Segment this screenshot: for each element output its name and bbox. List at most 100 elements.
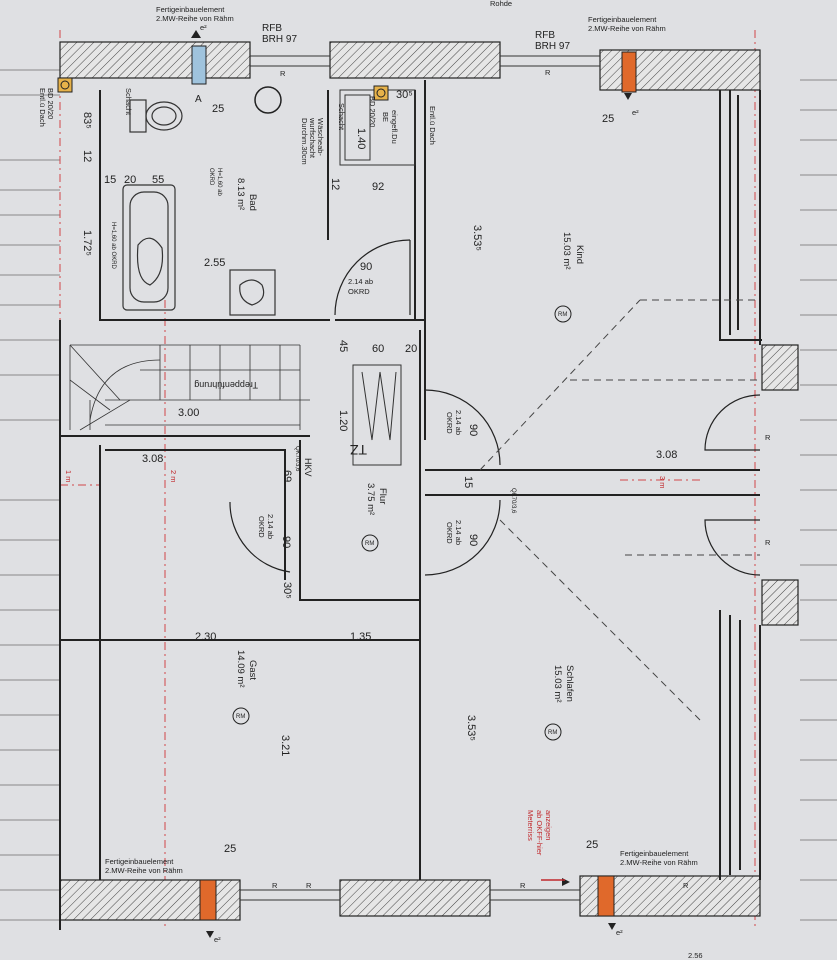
marker-r-7: R xyxy=(520,881,526,890)
laundry-shaft-icon xyxy=(254,86,282,114)
fertig-top-left-2: 2.MW-Reihe von Rähm xyxy=(156,14,234,23)
marker-r-2: R xyxy=(545,68,551,77)
dim-25-bottom-right: 25 xyxy=(586,839,598,851)
meterriss-2: ab OKFF-hier xyxy=(535,810,544,856)
dim-25-bottom-left: 25 xyxy=(224,843,236,855)
rfb-left: RFB xyxy=(262,23,282,34)
label-treppen: Treppenführung xyxy=(194,380,258,390)
label-schacht-1: Schacht xyxy=(124,88,133,116)
dim-321: 3.21 xyxy=(279,735,291,756)
toilet xyxy=(129,99,183,133)
dim-120: 1.20 xyxy=(337,410,349,431)
label-okrd-gast: 2.14 ab xyxy=(266,514,275,539)
fertig-element-bottom-left xyxy=(199,879,217,921)
dim-30: 30⁵ xyxy=(396,89,413,101)
marker-r-6: R xyxy=(306,881,312,890)
marker-e2-bottom-left: e² xyxy=(214,935,221,944)
label-bath-note-1: H=1,60 ab xyxy=(216,168,222,197)
thin-lines xyxy=(69,344,310,431)
marker-r-8: R xyxy=(683,881,689,890)
rm-flur: RM xyxy=(365,541,374,547)
fertig-top-left: Fertigeinbauelement xyxy=(156,5,225,14)
interior-walls xyxy=(59,80,762,930)
marker-r-4: R xyxy=(765,538,771,547)
room-kind-name: Kind xyxy=(574,245,585,264)
label-tz: TZ xyxy=(349,442,367,458)
fertig-top-right: Fertigeinbauelement xyxy=(588,15,657,24)
rm-schlafen: RM xyxy=(548,730,557,736)
dim-83: 83⁵ xyxy=(81,112,93,129)
shower-inner xyxy=(344,94,371,161)
dim-25-kind: 25 xyxy=(602,113,614,125)
meterriss-note: Meterriss ab OKFF-hier anzeigen xyxy=(526,810,553,856)
marker-e2-bottom-right: e² xyxy=(616,928,623,937)
rm-kind: RM xyxy=(558,312,567,318)
marker-r-5: R xyxy=(272,881,278,890)
room-gast-area: 14.09 m² xyxy=(235,650,246,688)
brh-left: BRH 97 xyxy=(262,34,297,45)
label-okrd-flur-2b: OKRD xyxy=(445,522,454,544)
label-okrd-flur-2: 2.14 ab xyxy=(454,520,463,545)
smoke-detector-icons xyxy=(232,305,572,741)
fertig-element-top-left xyxy=(191,45,207,85)
dim-25-top: 25 xyxy=(212,103,224,115)
label-okrd-bath: 2.14 ab xyxy=(348,277,373,286)
label-bath-note-3: H=1,60 ab OKRD xyxy=(110,222,116,270)
label-waesche-1: Wäscheab- xyxy=(316,118,325,156)
fertig-bottom-right-2: 2.MW-Reihe von Rähm xyxy=(620,858,698,867)
room-flur-name: Flur xyxy=(377,488,388,504)
label-m3: 3 m xyxy=(658,476,667,489)
stair-symbol xyxy=(352,364,402,466)
fertig-bottom-right: Fertigeinbauelement xyxy=(620,849,689,858)
label-hkv: HKV xyxy=(303,458,313,477)
dim-60: 60 xyxy=(372,343,384,355)
dim-172: 1.72⁵ xyxy=(81,230,93,256)
dim-305: 30⁵ xyxy=(281,582,293,599)
marker-e2-top-right: e² xyxy=(632,108,639,117)
label-bd-left-2: Entl.ü Dach xyxy=(38,88,47,127)
chimney-icons xyxy=(57,77,389,101)
meterriss-1: Meterriss xyxy=(526,810,535,841)
marker-a: A xyxy=(195,94,202,105)
dim-90-flur-l: 90 xyxy=(280,536,292,548)
label-qk2: QK70/3,6 xyxy=(510,488,516,514)
dim-90-bath: 90 xyxy=(360,261,372,273)
rfb-right: RFB xyxy=(535,30,555,41)
top-text: Rohde xyxy=(490,0,512,8)
dim-135: 1.35 xyxy=(350,631,371,643)
rm-gast: RM xyxy=(236,714,245,720)
label-eingefl-du: eingefl.Du xyxy=(390,110,399,144)
dim-90-flur-b: 90 xyxy=(467,534,479,546)
dim-15: 15 xyxy=(104,174,116,186)
room-kind-area: 15.03 m² xyxy=(561,232,572,270)
brh-right: BRH 97 xyxy=(535,41,570,52)
label-m1: 1 m xyxy=(64,470,73,483)
room-gast-name: Gast xyxy=(247,660,258,680)
label-waesche-3: Durchm.30cm xyxy=(300,118,309,165)
dim-15b: 15 xyxy=(462,476,474,488)
window-lines xyxy=(240,55,600,901)
dim-353-bottom: 3.53⁵ xyxy=(465,715,477,741)
roof-lines-right xyxy=(800,79,837,921)
dim-90-flur-r: 90 xyxy=(467,424,479,436)
fertig-element-top-right xyxy=(621,51,637,93)
marker-r-3: R xyxy=(765,433,771,442)
dim-92: 92 xyxy=(372,181,384,193)
label-entl-dach: Entl.ü Dach xyxy=(428,106,437,145)
room-bad-area: 8.13 m² xyxy=(235,178,246,210)
fertig-bottom-left-2: 2.MW-Reihe von Rähm xyxy=(105,866,183,875)
fertig-element-bottom-right xyxy=(597,875,615,917)
sink xyxy=(229,269,276,316)
label-okrd-flur-1b: OKRD xyxy=(445,412,454,434)
label-okrd-bath-2: OKRD xyxy=(348,287,370,296)
dim-300: 3.00 xyxy=(178,407,199,419)
label-schacht-2: Schacht xyxy=(337,103,346,131)
dim-45: 45 xyxy=(337,340,349,352)
room-schlafen-name: Schlafen xyxy=(564,665,575,702)
bottom-right-text: 2.56 xyxy=(688,951,703,960)
dim-12b: 12 xyxy=(329,178,341,190)
label-okrd-flur-1: 2.14 ab xyxy=(454,410,463,435)
dim-255: 2.55 xyxy=(204,257,225,269)
label-be: BE xyxy=(381,112,390,122)
